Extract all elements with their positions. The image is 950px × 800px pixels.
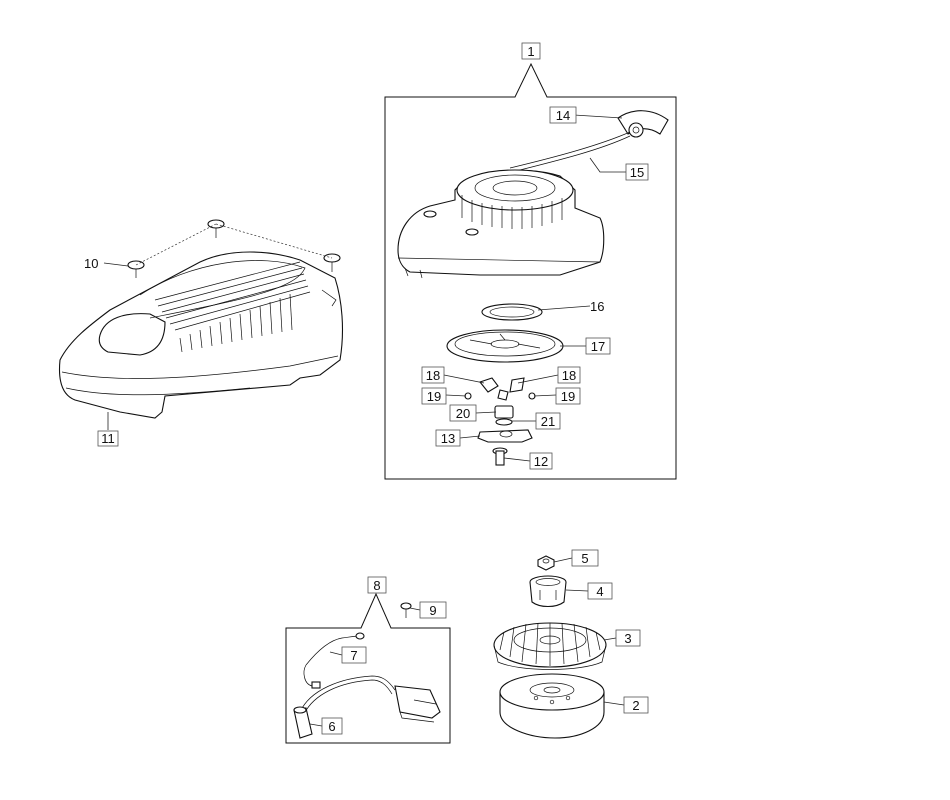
spark-plug-cap xyxy=(293,706,313,739)
callout-8: 8 xyxy=(367,576,387,594)
leader-lines xyxy=(103,114,626,727)
cooling-fan xyxy=(493,622,607,670)
shroud-screw-left xyxy=(127,260,145,278)
svg-text:19: 19 xyxy=(561,389,575,404)
starter-rope xyxy=(509,131,631,169)
center-bolt xyxy=(492,447,508,466)
callout-21: 21 xyxy=(535,412,561,430)
svg-text:14: 14 xyxy=(556,108,570,123)
starter-cup xyxy=(529,575,567,608)
svg-text:9: 9 xyxy=(429,603,436,618)
recoil-starter-housing xyxy=(397,169,605,279)
callout-20: 20 xyxy=(449,404,477,422)
fan-blades xyxy=(499,622,601,666)
washer xyxy=(495,418,513,426)
svg-text:1: 1 xyxy=(527,44,534,59)
callout-19-left: 19 xyxy=(421,387,447,405)
shroud-vent-slots xyxy=(154,261,311,331)
starter-pawls xyxy=(479,377,525,401)
svg-text:4: 4 xyxy=(596,584,603,599)
callout-15: 15 xyxy=(625,163,649,181)
shroud-side-grille xyxy=(179,293,293,353)
svg-text:12: 12 xyxy=(534,454,548,469)
shroud-screw-right xyxy=(323,253,341,272)
svg-text:3: 3 xyxy=(624,631,631,646)
starter-handle xyxy=(617,110,669,138)
flywheel xyxy=(499,673,605,739)
callout-14: 14 xyxy=(549,106,577,124)
coil-screw xyxy=(400,602,412,618)
callout-10: 10 xyxy=(84,256,98,271)
callout-18-left: 18 xyxy=(421,366,445,384)
flywheel-nut xyxy=(537,555,555,571)
rope-pulley xyxy=(446,329,564,363)
svg-text:11: 11 xyxy=(101,431,115,446)
svg-text:21: 21 xyxy=(541,414,555,429)
pawl-return-spring xyxy=(494,405,514,419)
svg-text:8: 8 xyxy=(373,578,380,593)
svg-text:18: 18 xyxy=(426,368,440,383)
svg-text:17: 17 xyxy=(591,339,605,354)
ignition-wire xyxy=(303,632,365,689)
callout-11: 11 xyxy=(97,430,119,447)
svg-text:15: 15 xyxy=(630,165,644,180)
shroud-screw-top xyxy=(207,219,225,238)
ignition-coil-frame xyxy=(285,592,451,744)
callout-5: 5 xyxy=(571,549,599,567)
svg-text:6: 6 xyxy=(328,719,335,734)
callout-16: 16 xyxy=(590,299,604,314)
svg-text:20: 20 xyxy=(456,406,470,421)
starter-assembly-frame xyxy=(384,62,677,480)
callout-7: 7 xyxy=(341,646,367,664)
svg-text:18: 18 xyxy=(562,368,576,383)
recoil-spring xyxy=(481,303,543,321)
callout-17: 17 xyxy=(585,337,611,355)
callout-2: 2 xyxy=(623,696,649,714)
svg-text:19: 19 xyxy=(427,389,441,404)
callout-18-right: 18 xyxy=(557,366,581,384)
svg-text:2: 2 xyxy=(632,698,639,713)
friction-plate xyxy=(477,429,533,443)
housing-fins xyxy=(461,195,563,229)
callout-3: 3 xyxy=(615,629,641,647)
callout-12: 12 xyxy=(529,452,553,470)
svg-text:16: 16 xyxy=(590,299,604,314)
svg-text:10: 10 xyxy=(84,256,98,271)
callout-6: 6 xyxy=(321,717,343,735)
svg-text:5: 5 xyxy=(581,551,588,566)
callout-19-right: 19 xyxy=(555,387,581,405)
callout-9: 9 xyxy=(419,601,447,619)
svg-text:13: 13 xyxy=(441,431,455,446)
callout-13: 13 xyxy=(435,429,461,447)
engine-shroud-cover xyxy=(58,251,343,419)
svg-text:7: 7 xyxy=(350,648,357,663)
ignition-coil xyxy=(299,675,441,723)
callout-1: 1 xyxy=(521,42,541,60)
callout-4: 4 xyxy=(587,582,613,600)
